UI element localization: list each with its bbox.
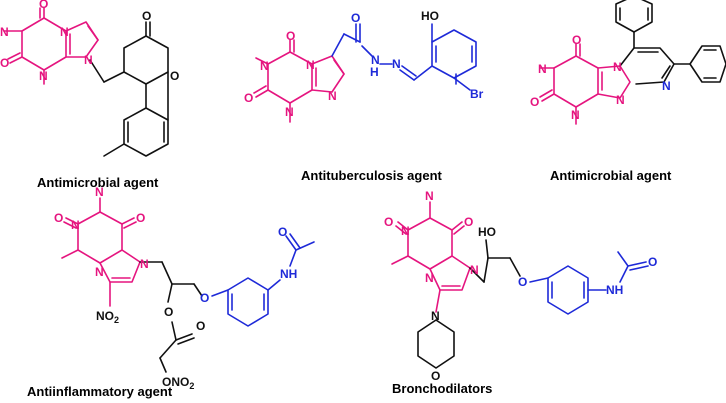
atom-n: N [616, 93, 625, 107]
atom-o: O [286, 29, 295, 43]
atom-n: N [371, 53, 380, 67]
atom-o: O [648, 255, 657, 269]
atom-n: N [260, 59, 269, 73]
atom-o: O [54, 211, 63, 225]
atom-n: N [431, 309, 440, 323]
atom-o: O [431, 369, 440, 383]
atom-n: N [39, 69, 48, 83]
atom-o: O [278, 225, 287, 239]
atom-n: N [328, 89, 337, 103]
atom-n: N [538, 62, 547, 76]
atom-br: Br [470, 87, 484, 101]
atom-ono2: ONO2 [162, 375, 194, 391]
atom-n: N [571, 108, 580, 122]
atom-o: O [142, 9, 151, 23]
atom-o: O [572, 33, 581, 47]
atom-o: O [518, 275, 527, 289]
atom-oh: HO [421, 9, 439, 23]
atom-n: N [95, 185, 104, 199]
atom-o: O [0, 56, 9, 70]
atom-o: O [170, 69, 179, 83]
atom-h: H [370, 65, 379, 79]
atom-o: O [384, 215, 393, 229]
atom-n: N [60, 25, 69, 39]
caption-antimicrobial-2: Antimicrobial agent [550, 168, 672, 183]
atom-o: O [164, 305, 173, 319]
structure-morpholinoxanthine-acetaminophen: N O O N N N N O HO O NH O [384, 189, 657, 383]
atom-n: N [425, 271, 434, 285]
atom-n: N [401, 224, 410, 238]
atom-o: O [464, 215, 473, 229]
atom-o: O [244, 91, 253, 105]
atom-o: O [196, 319, 205, 333]
atom-n: N [470, 263, 479, 277]
atom-n: N [425, 189, 434, 203]
atom-o: O [39, 0, 48, 11]
atom-ho: HO [478, 225, 496, 239]
atom-o: O [136, 211, 145, 225]
atom-o: O [351, 11, 360, 25]
caption-antiinflammatory: Antiinflammatory agent [27, 384, 173, 399]
atom-o: O [530, 95, 539, 109]
atom-n: N [84, 53, 93, 67]
atom-nh: NH [606, 283, 623, 297]
structure-nitroxanthine-acetaminophen: N O O N N N NO2 O O ONO2 O NH O [54, 185, 315, 391]
atom-n: N [95, 265, 104, 279]
atom-no2: NO2 [96, 309, 119, 325]
structure-hydrazone-xanthine: O O N N N N O N H N HO Br [244, 9, 484, 123]
atom-n: N [140, 257, 149, 271]
caption-antimicrobial-1: Antimicrobial agent [37, 175, 159, 190]
atom-nh: NH [280, 267, 297, 281]
atom-n: N [662, 79, 671, 93]
caption-antituberculosis: Antituberculosis agent [301, 168, 443, 183]
atom-n: N [0, 25, 9, 39]
atom-n: N [392, 57, 401, 71]
atom-n: N [71, 218, 80, 232]
atom-n: N [285, 105, 294, 119]
atom-n: N [613, 60, 622, 74]
atom-n: N [306, 58, 315, 72]
structure-diphenyl-pyrimidopurine: O O N N N N N [530, 0, 726, 125]
caption-bronchodilators: Bronchodilators [392, 381, 492, 396]
atom-o: O [200, 291, 209, 305]
structure-coumarin-xanthine: O O N N N N O O [0, 0, 179, 157]
